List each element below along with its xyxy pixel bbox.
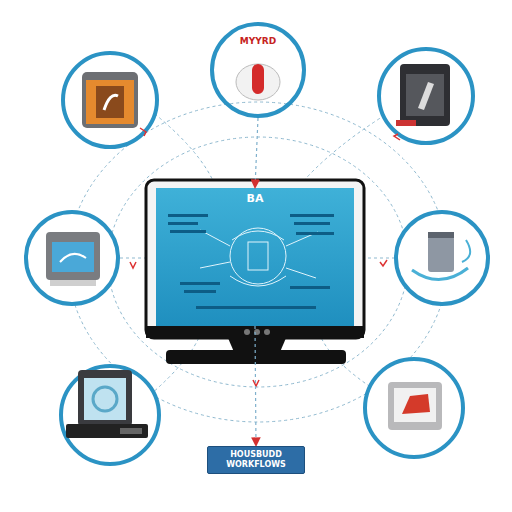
device-icon bbox=[46, 232, 100, 286]
device-icon bbox=[82, 72, 138, 128]
alert-icon bbox=[236, 64, 280, 100]
connector bbox=[255, 118, 258, 188]
accent-marks bbox=[130, 128, 400, 386]
monitor-screen: BA bbox=[156, 188, 354, 326]
connector bbox=[255, 326, 256, 446]
alert-circle: MYYRD bbox=[210, 22, 306, 118]
node-label: MYYRD bbox=[240, 36, 276, 47]
device-icon bbox=[66, 370, 148, 438]
screen-graphic bbox=[200, 228, 318, 286]
device-icon bbox=[388, 382, 442, 430]
monitor bbox=[146, 180, 364, 364]
node-label: BA bbox=[247, 192, 264, 205]
node-label: HOUSBUDD WORKFLOWS bbox=[214, 450, 298, 469]
device-circles bbox=[26, 49, 488, 464]
device-icon bbox=[412, 232, 470, 280]
screen-scribbles bbox=[168, 214, 334, 309]
device-icon bbox=[396, 64, 450, 126]
caption-badge: HOUSBUDD WORKFLOWS bbox=[207, 446, 305, 474]
